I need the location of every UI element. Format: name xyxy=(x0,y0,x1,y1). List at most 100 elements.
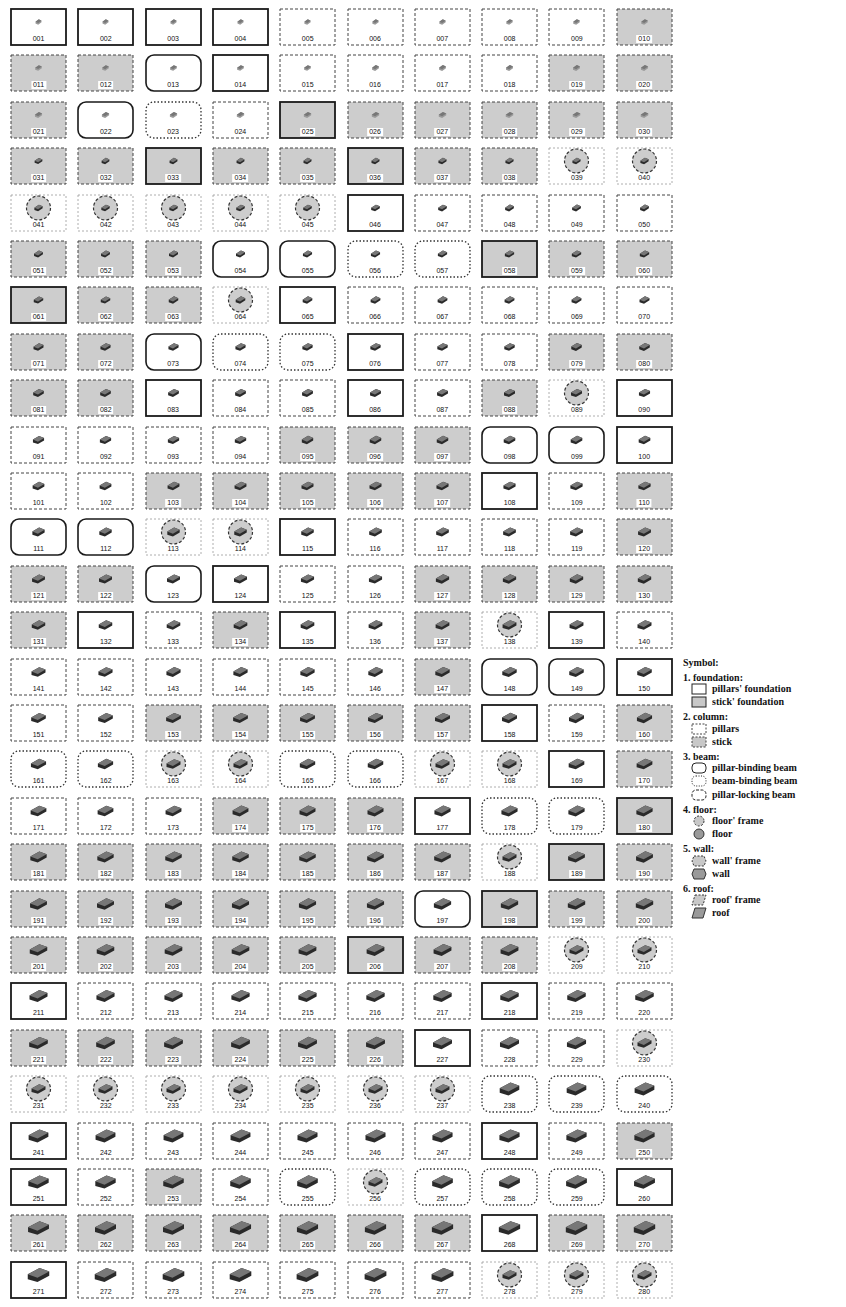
thumbnail-cell: 219 xyxy=(548,982,605,1020)
building-thumbnail xyxy=(231,990,249,1002)
cell-number: 139 xyxy=(569,638,585,646)
cell-number: 151 xyxy=(31,731,47,739)
cell-number: 002 xyxy=(98,35,114,43)
thumbnail-cell: 237 xyxy=(414,1075,471,1113)
thumbnail-cell: 278 xyxy=(481,1261,538,1299)
thumbnail-cell: 122 xyxy=(77,565,134,603)
cell-number: 193 xyxy=(165,917,181,925)
building-thumbnail-top xyxy=(437,343,447,348)
building-thumbnail xyxy=(368,667,382,677)
thumbnail-cell: 097 xyxy=(414,426,471,464)
cell-number: 182 xyxy=(98,870,114,878)
building-thumbnail-top xyxy=(636,805,652,813)
building-thumbnail xyxy=(29,1037,48,1049)
cell-number: 195 xyxy=(300,917,316,925)
building-thumbnail xyxy=(567,1037,586,1049)
building-thumbnail-top xyxy=(297,1268,319,1278)
building-thumbnail-top xyxy=(31,805,47,812)
building-thumbnail xyxy=(170,19,176,24)
building-thumbnail xyxy=(97,990,115,1002)
building-thumbnail xyxy=(570,1270,584,1280)
building-thumbnail xyxy=(30,944,47,956)
thumbnail-cell: 244 xyxy=(212,1122,269,1160)
building-thumbnail-top xyxy=(638,435,650,441)
cell-number: 158 xyxy=(502,731,518,739)
cell-number: 255 xyxy=(300,1195,316,1203)
building-thumbnail-top xyxy=(499,1222,520,1232)
building-thumbnail xyxy=(571,389,582,397)
building-thumbnail-top xyxy=(573,112,581,116)
cell-number: 231 xyxy=(31,1102,47,1110)
cell-number: 121 xyxy=(31,592,47,600)
cell-number: 067 xyxy=(434,313,450,321)
thumbnail-cell: 101 xyxy=(10,472,67,510)
cell-number: 044 xyxy=(233,221,249,229)
thumbnail-cell: 160 xyxy=(616,704,673,742)
thumbnail-cell: 012 xyxy=(77,54,134,92)
building-thumbnail xyxy=(635,898,652,910)
cell-number: 241 xyxy=(31,1149,47,1157)
thumbnail-cell: 098 xyxy=(481,426,538,464)
building-thumbnail-top xyxy=(569,759,585,766)
thumbnail-cell: 253 xyxy=(145,1168,202,1206)
thumbnail-cell: 044 xyxy=(212,194,269,232)
thumbnail-cell: 120 xyxy=(616,518,673,556)
building-thumbnail xyxy=(101,251,110,258)
building-thumbnail-top xyxy=(433,1037,452,1046)
building-thumbnail xyxy=(499,1175,520,1188)
building-thumbnail-top xyxy=(35,66,42,70)
cell-number: 277 xyxy=(434,1288,450,1296)
building-thumbnail-top xyxy=(169,112,176,116)
thumbnail-cell: 147 xyxy=(414,658,471,696)
building-thumbnail-top xyxy=(570,945,584,952)
cell-number: 248 xyxy=(502,1149,518,1157)
thumbnail-cell: 208 xyxy=(481,936,538,974)
thumbnail-cell: 094 xyxy=(212,426,269,464)
thumbnail-cell: 035 xyxy=(279,147,336,185)
cell-number: 250 xyxy=(636,1149,652,1157)
cell-number: 113 xyxy=(166,545,181,553)
building-thumbnail-top xyxy=(371,158,379,162)
building-thumbnail xyxy=(28,1222,49,1236)
thumbnail-cell: 130 xyxy=(616,565,673,603)
cell-number: 256 xyxy=(367,1195,383,1203)
cell-number: 095 xyxy=(300,453,316,461)
building-thumbnail-top xyxy=(572,297,582,302)
cell-number: 236 xyxy=(367,1102,383,1110)
thumbnail-cell: 245 xyxy=(279,1122,336,1160)
cell-number: 099 xyxy=(569,453,585,461)
building-thumbnail-top xyxy=(100,389,111,394)
building-thumbnail-top xyxy=(162,1268,184,1278)
cell-number: 154 xyxy=(233,731,249,739)
building-thumbnail-top xyxy=(634,1175,655,1184)
cell-number: 215 xyxy=(300,1009,316,1017)
building-thumbnail-top xyxy=(572,250,581,255)
cell-number: 149 xyxy=(569,685,585,693)
building-thumbnail-top xyxy=(29,990,47,998)
thumbnail-cell: 118 xyxy=(481,518,538,556)
building-thumbnail-top xyxy=(101,251,110,256)
thumbnail-cell: 126 xyxy=(347,565,404,603)
building-thumbnail xyxy=(33,389,44,397)
building-thumbnail-top xyxy=(32,620,45,627)
building-thumbnail xyxy=(371,112,378,118)
building-thumbnail-top xyxy=(365,1129,385,1138)
cell-number: 211 xyxy=(31,1009,46,1017)
thumbnail-cell: 151 xyxy=(10,704,67,742)
building-thumbnail xyxy=(164,944,182,956)
building-thumbnail xyxy=(500,990,518,1002)
cell-number: 120 xyxy=(636,545,652,553)
cell-number: 050 xyxy=(636,221,652,229)
cell-number: 204 xyxy=(233,963,249,971)
cell-number: 249 xyxy=(569,1149,585,1157)
thumbnail-cell: 115 xyxy=(279,518,336,556)
thumbnail-cell: 196 xyxy=(347,890,404,928)
building-thumbnail-top xyxy=(504,343,514,348)
thumbnail-cell: 149 xyxy=(548,658,605,696)
building-thumbnail-top xyxy=(99,574,112,580)
thumbnail-cell: 065 xyxy=(279,286,336,324)
building-thumbnail xyxy=(568,852,585,863)
cell-number: 160 xyxy=(636,731,652,739)
building-thumbnail xyxy=(369,435,380,443)
building-thumbnail xyxy=(34,204,42,211)
